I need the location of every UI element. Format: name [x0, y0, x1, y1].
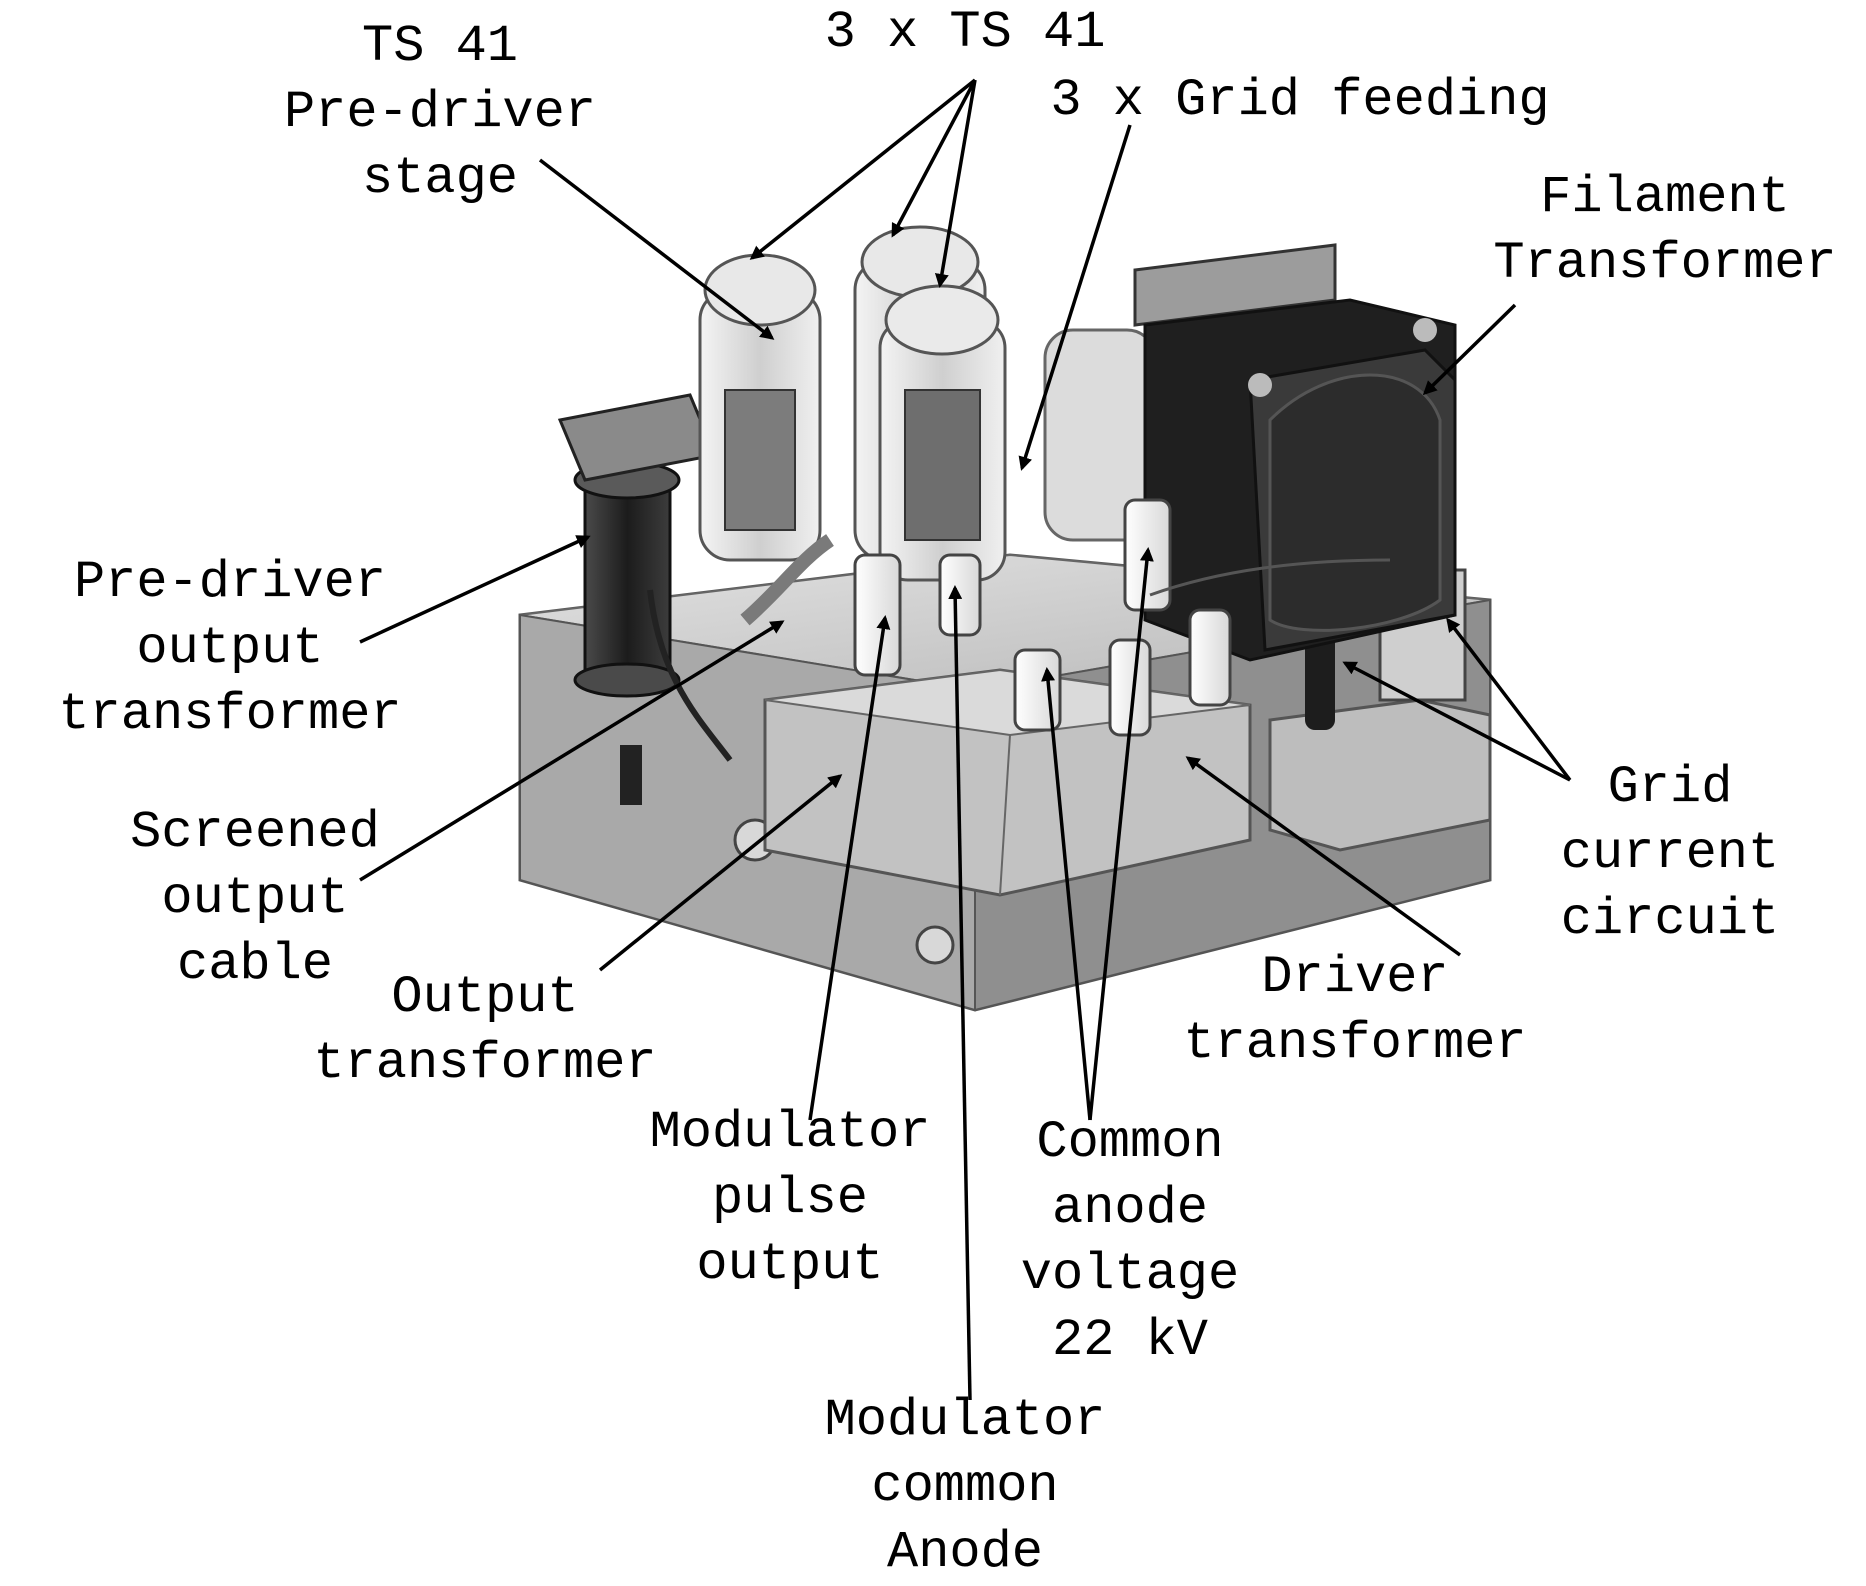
label-ts41-predriver: TS 41 Pre-driver stage — [255, 14, 625, 212]
label-line: 3 x TS 41 — [824, 3, 1106, 62]
label-grid-current-circuit: Grid current circuit — [1535, 755, 1805, 953]
label-line: voltage — [1020, 1245, 1240, 1304]
label-line: Modulator — [649, 1103, 931, 1162]
label-line: 22 kV — [1051, 1311, 1209, 1370]
label-line: Common — [1036, 1113, 1224, 1172]
label-3x-ts41: 3 x TS 41 — [785, 0, 1145, 66]
label-line: transformer — [313, 1034, 657, 1093]
leader-driver-transformer — [1185, 756, 1462, 957]
leader-grid-current-b — [1446, 617, 1572, 782]
leader-common-anode-b — [1088, 547, 1154, 1121]
label-predriver-output-transformer: Pre-driver output transformer — [30, 550, 430, 748]
leader-3xts41-b — [891, 79, 977, 238]
leader-output-transformer — [598, 774, 843, 972]
label-line: anode — [1051, 1179, 1209, 1238]
label-line: common — [871, 1457, 1059, 1516]
label-output-transformer: Output transformer — [290, 965, 680, 1097]
filament-transformer — [1133, 243, 1457, 662]
screened-cable — [740, 534, 834, 626]
leader-modulator-anode — [948, 585, 972, 1401]
leader-ts41-predriver — [538, 158, 775, 340]
leader-grid-feeding — [1018, 124, 1132, 471]
leader-3xts41-c — [934, 79, 977, 288]
label-line: Screened — [130, 803, 380, 862]
label-line: Grid — [1607, 758, 1733, 817]
label-line: Anode — [886, 1523, 1044, 1582]
label-line: output — [696, 1235, 884, 1294]
label-line: transformer — [58, 685, 402, 744]
label-line: Transformer — [1493, 234, 1837, 293]
label-line: stage — [361, 149, 519, 208]
leader-modulator-pulse — [808, 615, 891, 1121]
label-line: Pre-driver — [283, 83, 597, 142]
leader-common-anode-a — [1041, 667, 1092, 1121]
label-line: output — [136, 619, 324, 678]
label-line: 3 x Grid feeding — [1050, 71, 1550, 130]
label-line: Pre-driver — [73, 553, 387, 612]
label-line: Driver — [1261, 948, 1449, 1007]
label-line: Filament — [1540, 168, 1790, 227]
label-driver-transformer: Driver transformer — [1155, 945, 1555, 1077]
leader-grid-current-a — [1342, 661, 1571, 782]
leader-filament — [1422, 303, 1517, 396]
tube-right — [878, 284, 1007, 582]
leader-3xts41-a — [749, 78, 977, 260]
label-filament-transformer: Filament Transformer — [1465, 165, 1865, 297]
label-modulator-pulse-output: Modulator pulse output — [620, 1100, 960, 1298]
label-screened-output-cable: Screened output cable — [95, 800, 415, 998]
label-line: TS 41 — [361, 17, 519, 76]
label-common-anode-voltage: Common anode voltage 22 kV — [990, 1110, 1270, 1374]
label-line: current — [1560, 824, 1780, 883]
label-line: Modulator — [824, 1391, 1106, 1450]
label-line: pulse — [711, 1169, 869, 1228]
label-line: Output — [391, 968, 579, 1027]
label-line: output — [161, 869, 349, 928]
leader-predriver-transformer — [359, 535, 591, 644]
label-line: transformer — [1183, 1014, 1527, 1073]
label-grid-feeding: 3 x Grid feeding — [1005, 68, 1595, 134]
label-line: cable — [176, 935, 334, 994]
leader-screened-cable — [359, 620, 785, 882]
label-modulator-common-anode: Modulator common Anode — [795, 1388, 1135, 1586]
label-line: circuit — [1560, 890, 1780, 949]
